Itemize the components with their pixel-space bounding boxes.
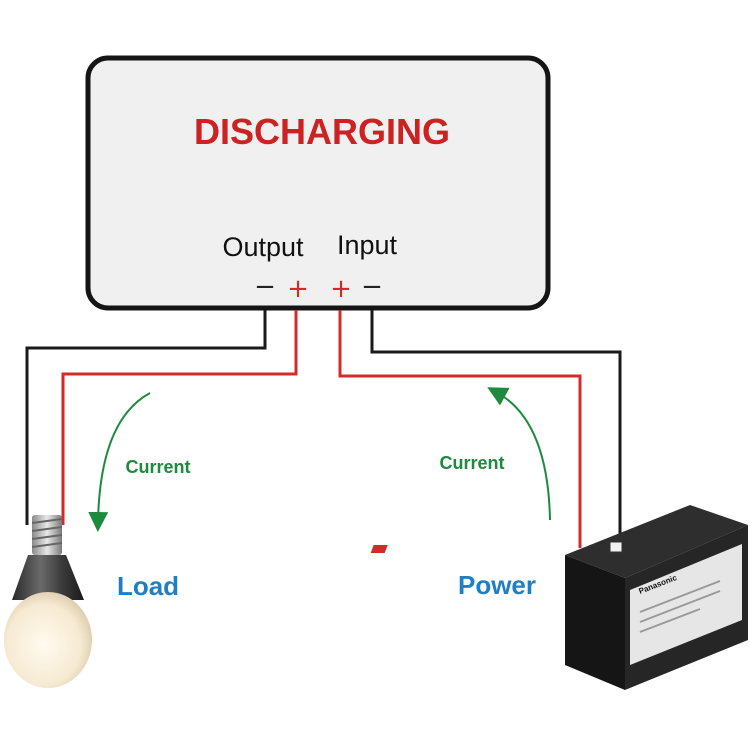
output-port-label: Output (222, 232, 304, 262)
left-current-label: Current (125, 457, 190, 477)
light-bulb-icon (4, 515, 92, 688)
output-positive-wire (61, 310, 298, 525)
output-negative-sign: − (254, 272, 276, 302)
input-port-label: Input (337, 230, 398, 260)
input-negative-wire (370, 310, 622, 548)
input-positive-wire (338, 310, 582, 548)
output-positive-sign: + (287, 274, 309, 304)
discharge-module-box (85, 55, 551, 311)
input-negative-sign: − (361, 272, 383, 302)
power-label: Power (458, 570, 536, 600)
right-current-arrow (487, 387, 551, 521)
right-current-label: Current (439, 453, 504, 473)
module-title: DISCHARGING (194, 111, 450, 152)
load-label: Load (117, 571, 179, 601)
output-negative-wire (25, 310, 267, 525)
battery-icon: Panasonic (370, 505, 748, 690)
left-current-arrow (88, 392, 151, 532)
input-positive-sign: + (330, 274, 352, 304)
